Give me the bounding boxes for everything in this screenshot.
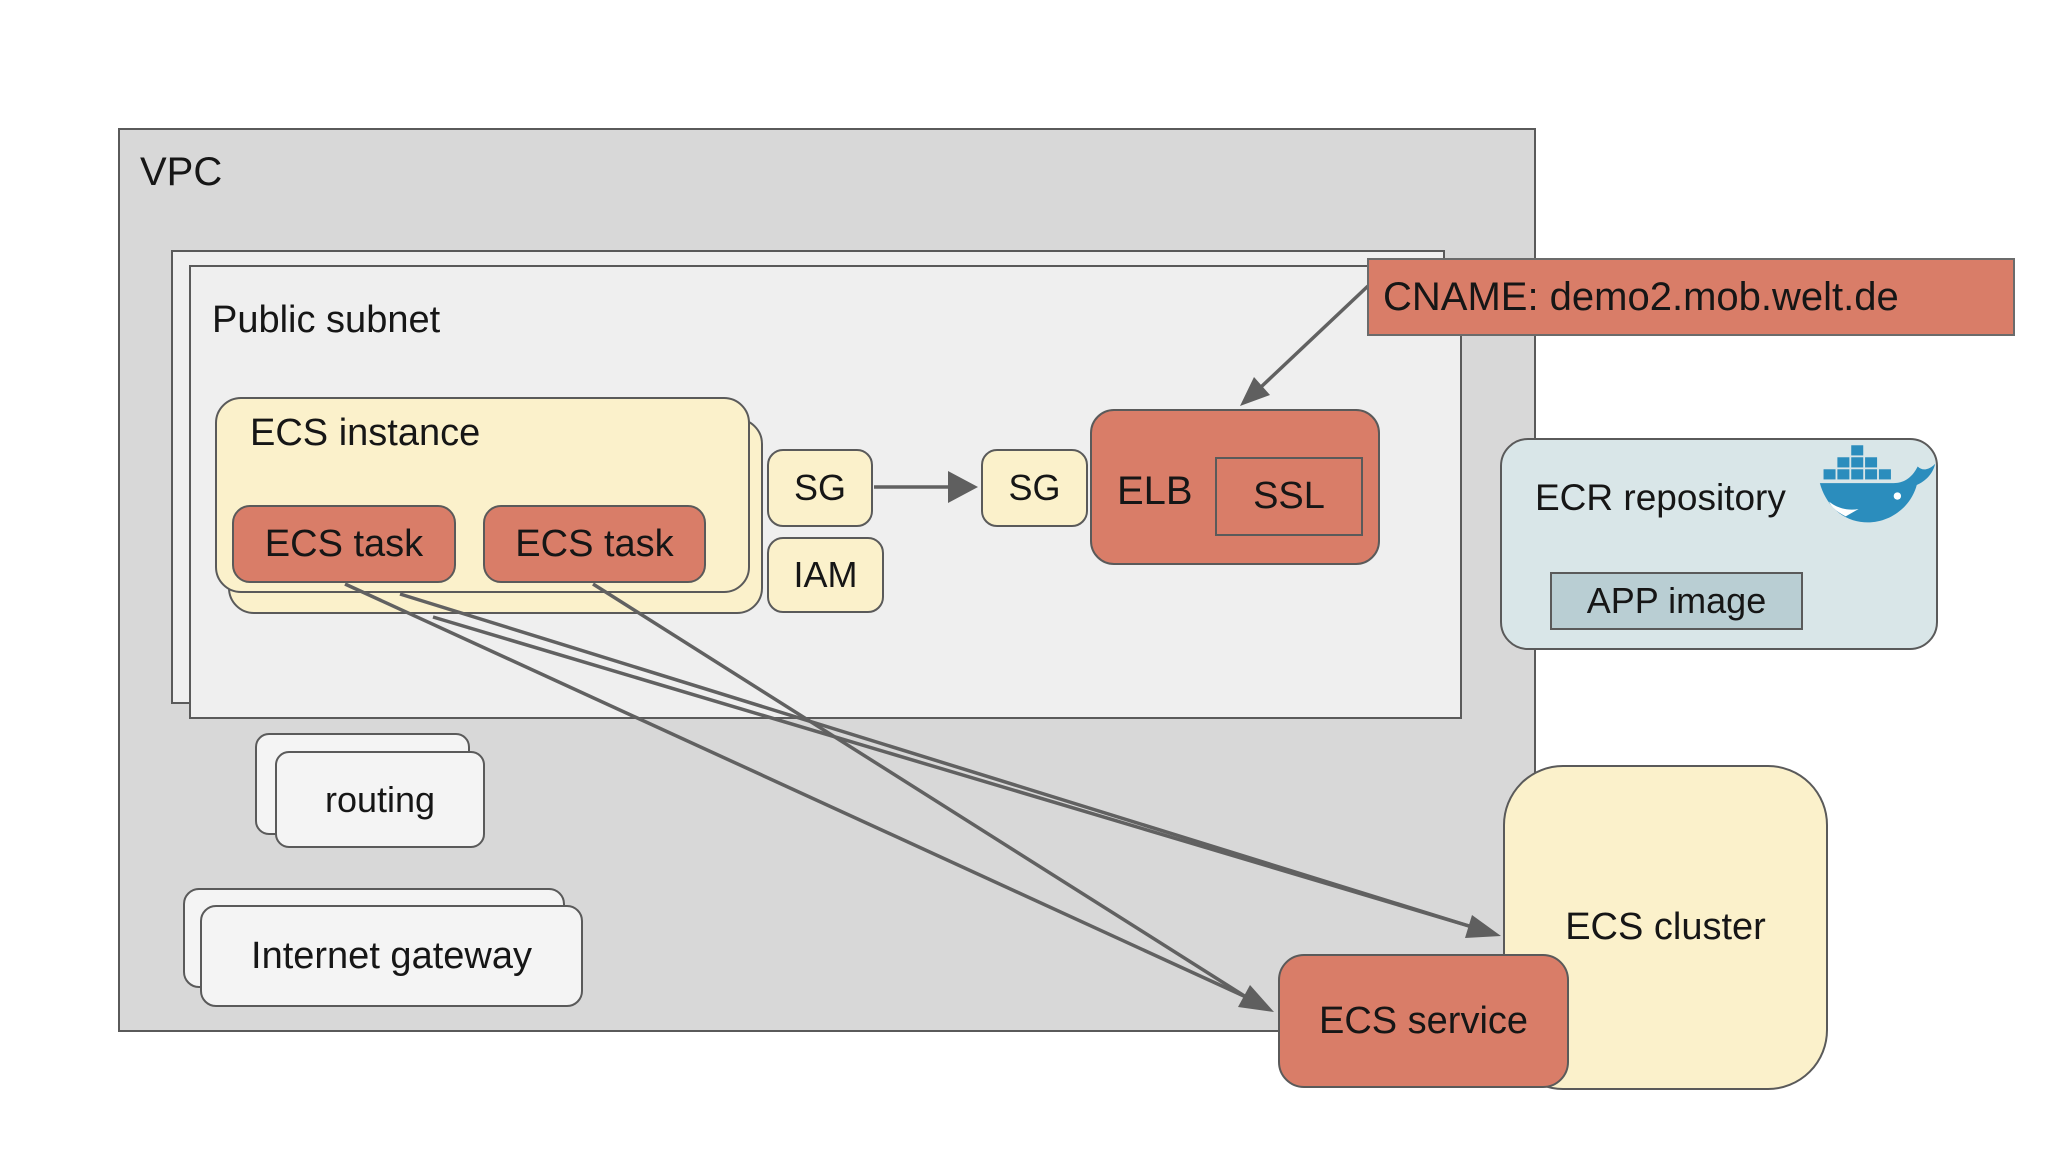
vpc-label: VPC xyxy=(140,150,223,194)
ecs-instance-label: ECS instance xyxy=(250,412,481,454)
connector-task2-to-service xyxy=(592,582,1247,999)
ecs-task-2: ECS task xyxy=(483,505,706,583)
ecs-cluster-box: ECS cluster xyxy=(1503,765,1828,1090)
ecs-task-1-label: ECS task xyxy=(264,522,424,565)
ecr-repository-label: ECR repository xyxy=(1535,477,1786,518)
iam-label: IAM xyxy=(793,554,858,595)
arrowhead-elb xyxy=(1240,377,1270,406)
connector-instance-to-cluster xyxy=(399,592,1470,928)
ecs-service-label: ECS service xyxy=(1318,999,1529,1042)
ecs-cluster-label: ECS cluster xyxy=(1565,906,1766,948)
routing-label: routing xyxy=(324,778,436,820)
ssl-label: SSL xyxy=(1253,475,1325,517)
sg-instance-label: SG xyxy=(793,467,846,508)
ecs-task-1: ECS task xyxy=(232,505,456,583)
arrowhead-sg xyxy=(948,471,978,503)
public-subnet-label: Public subnet xyxy=(212,299,441,341)
iam-box: IAM xyxy=(767,537,884,613)
routing-box: routing xyxy=(275,751,485,848)
sg-instance-box: SG xyxy=(767,449,873,527)
app-image-box: APP image xyxy=(1550,572,1803,630)
igw-box: Internet gateway xyxy=(200,905,583,1007)
app-image-label: APP image xyxy=(1586,580,1767,621)
ssl-box: SSL xyxy=(1215,457,1363,536)
cname-label-wrap: CNAME: demo2.mob.welt.de xyxy=(1367,258,2015,336)
igw-label: Internet gateway xyxy=(251,934,532,977)
sg-elb-label: SG xyxy=(1008,467,1061,508)
arrowhead-service xyxy=(1238,985,1274,1012)
ecs-task-2-label: ECS task xyxy=(515,522,674,565)
cname-banner xyxy=(1367,258,2015,336)
cname-label: CNAME: demo2.mob.welt.de xyxy=(1383,274,1899,319)
elb-label: ELB xyxy=(1117,469,1193,513)
sg-elb-box: SG xyxy=(981,449,1088,527)
arrowhead-cluster xyxy=(1465,915,1501,938)
connector-cname-to-elb xyxy=(1259,284,1370,389)
ecs-service-box: ECS service xyxy=(1278,954,1569,1088)
connector-instance2-to-cluster xyxy=(432,615,1470,928)
docker-whale-icon xyxy=(1819,445,1936,523)
connector-task1-to-service xyxy=(344,582,1247,999)
